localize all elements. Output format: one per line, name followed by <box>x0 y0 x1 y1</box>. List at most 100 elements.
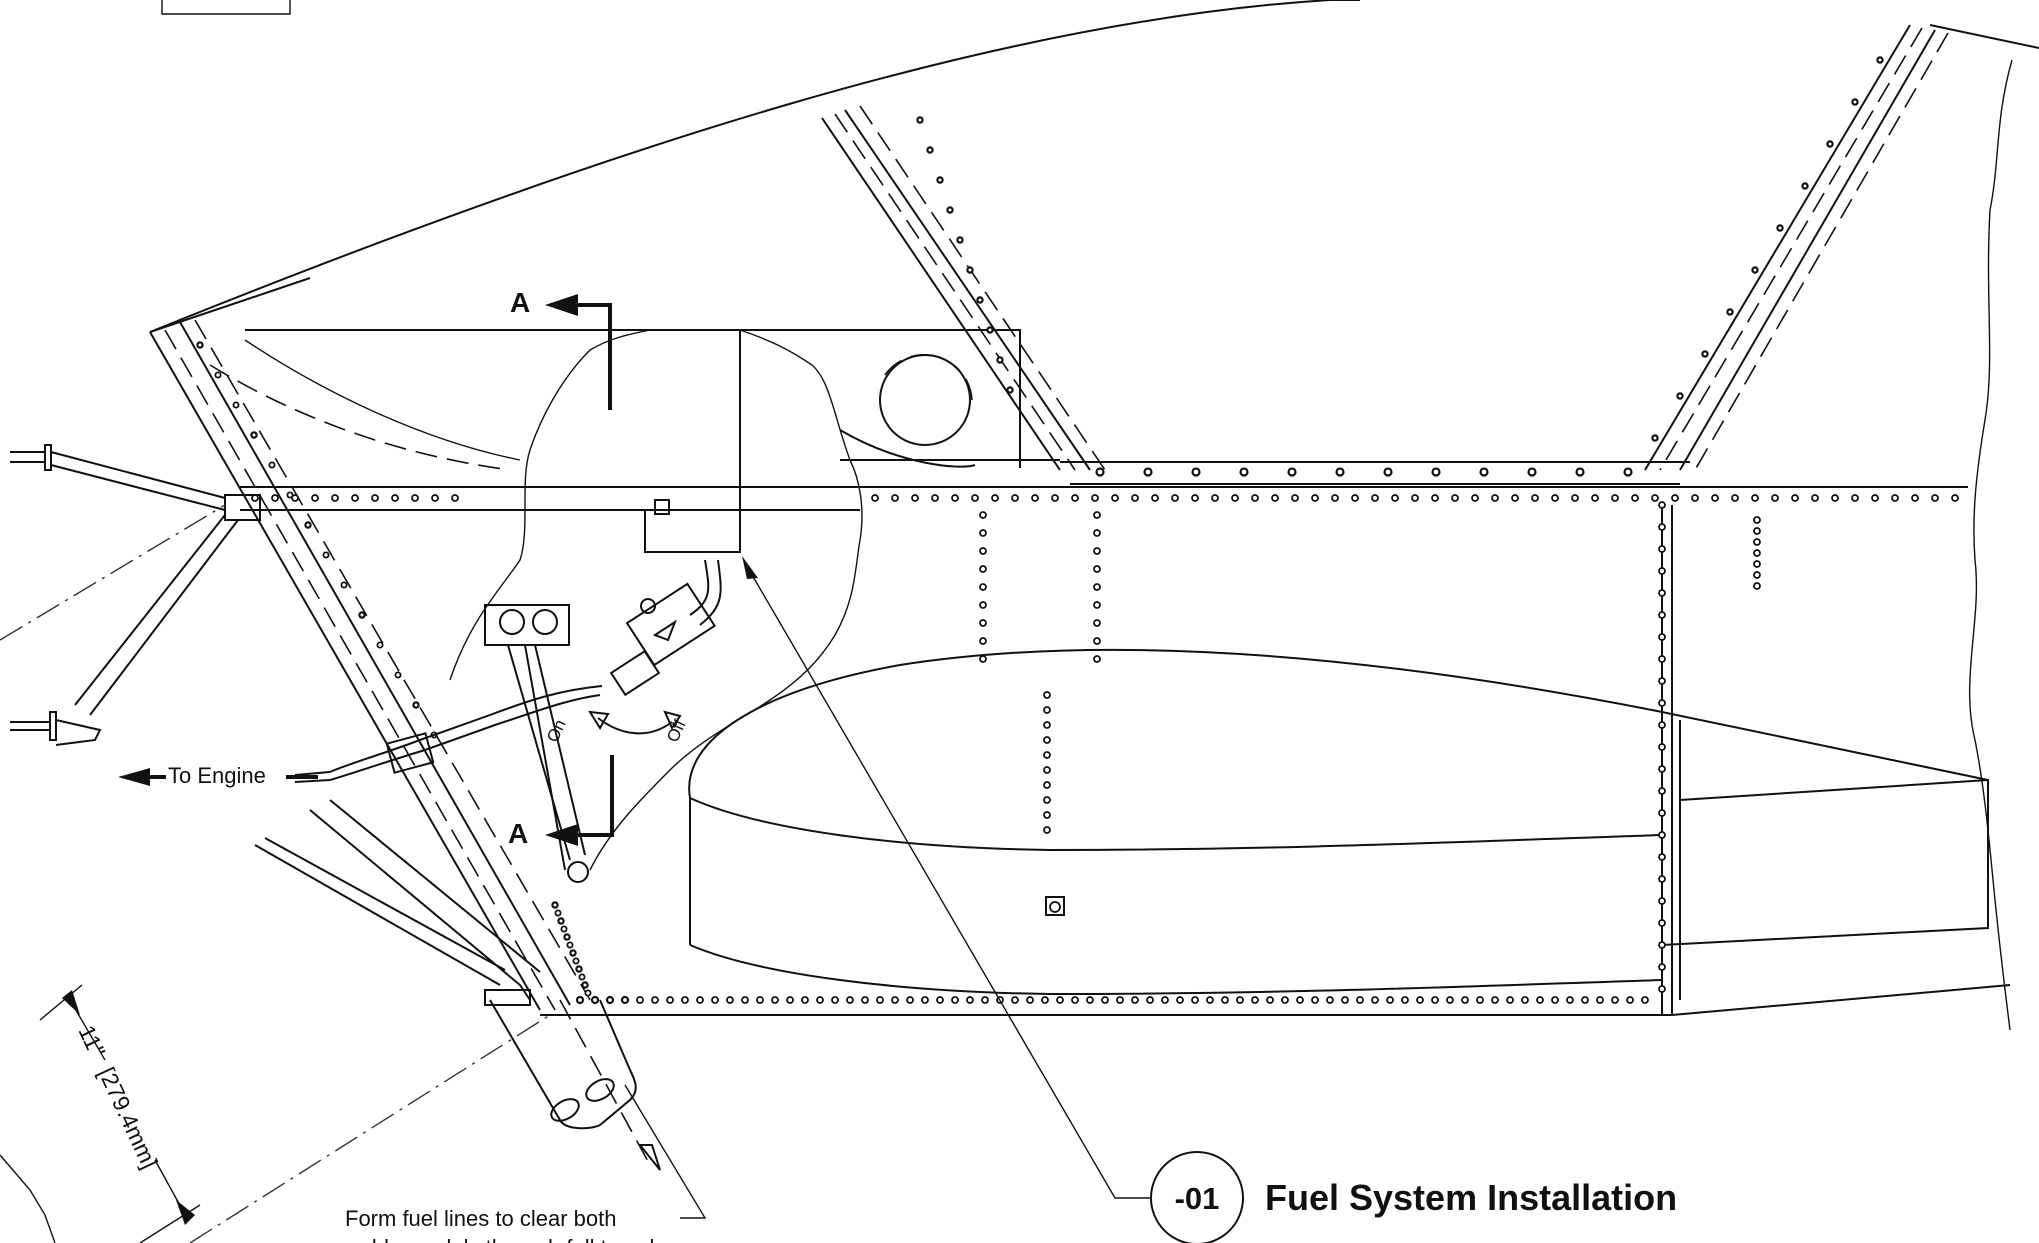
drawing-title: Fuel System Installation <box>1265 1177 1677 1218</box>
rivet <box>1043 796 1051 804</box>
rivet <box>1891 494 1899 502</box>
rivet <box>951 996 959 1004</box>
rivet <box>946 206 954 214</box>
rivet <box>340 581 348 589</box>
wing-root-fairing <box>688 648 1989 1000</box>
rivet <box>926 146 934 154</box>
rivet <box>1658 853 1666 861</box>
rivet <box>1143 467 1153 477</box>
rivet <box>1211 494 1219 502</box>
rivet <box>1311 996 1319 1004</box>
rivet <box>1521 996 1529 1004</box>
rivet <box>271 494 279 502</box>
rivet <box>1111 494 1119 502</box>
section-label-top: A <box>510 287 530 318</box>
rivet <box>1658 545 1666 553</box>
rivet <box>1751 266 1759 274</box>
title-callout: -01 Fuel System Installation <box>742 556 1677 1243</box>
rivet <box>1658 831 1666 839</box>
rivet <box>1658 589 1666 597</box>
rivet <box>1093 565 1101 573</box>
rivet <box>1651 494 1659 502</box>
rivet <box>741 996 749 1004</box>
rivet <box>1093 637 1101 645</box>
canopy-right-edge <box>1929 24 2039 49</box>
rivet <box>1335 467 1345 477</box>
rivet <box>1658 655 1666 663</box>
rivet <box>1431 467 1441 477</box>
rivet <box>1031 494 1039 502</box>
rivet <box>816 996 824 1004</box>
rivet <box>696 996 704 1004</box>
rivet <box>979 619 987 627</box>
top-left-fragment <box>161 0 291 15</box>
rivet <box>1851 98 1859 106</box>
rivet <box>1326 996 1334 1004</box>
rivet <box>1093 583 1101 591</box>
rivet <box>1371 494 1379 502</box>
rivet <box>1826 140 1834 148</box>
rivet <box>1351 494 1359 502</box>
rivet <box>1876 56 1884 64</box>
rivet <box>1416 996 1424 1004</box>
rivet <box>1431 996 1439 1004</box>
valve-off-label: Off <box>663 717 690 746</box>
rivet <box>726 996 734 1004</box>
rivet <box>1506 996 1514 1004</box>
rivet <box>394 671 402 679</box>
rivet <box>232 401 240 409</box>
rivet <box>1658 677 1666 685</box>
rivet <box>1221 996 1229 1004</box>
rivet <box>891 494 899 502</box>
rivet <box>311 494 319 502</box>
rivet <box>1401 996 1409 1004</box>
rivet <box>1753 582 1761 590</box>
rivet <box>1056 996 1064 1004</box>
rivet <box>1043 721 1051 729</box>
rivet <box>351 494 359 502</box>
rivet <box>906 996 914 1004</box>
rivet <box>1566 996 1574 1004</box>
rivet <box>1041 996 1049 1004</box>
rivet <box>268 461 276 469</box>
fuel-lines-callout: Form fuel lines to clear both rudder ped… <box>345 1084 707 1243</box>
rivet <box>1651 434 1659 442</box>
rivet <box>411 494 419 502</box>
rivet <box>916 116 924 124</box>
rivet <box>891 996 899 1004</box>
rivet <box>1511 494 1519 502</box>
rivet <box>1071 494 1079 502</box>
rivet <box>1658 919 1666 927</box>
rivet <box>681 996 689 1004</box>
rivet <box>1093 547 1101 555</box>
break-line-bottom-left <box>0 1154 56 1243</box>
rivet <box>1691 494 1699 502</box>
rivet <box>1071 996 1079 1004</box>
rivet <box>1446 996 1454 1004</box>
rivet <box>1051 494 1059 502</box>
rivet <box>1658 809 1666 817</box>
cutaway-break <box>449 329 863 871</box>
rivet <box>981 996 989 1004</box>
rivet <box>1287 467 1297 477</box>
rivet <box>1623 467 1633 477</box>
rivet <box>1581 996 1589 1004</box>
rivet <box>1236 996 1244 1004</box>
rivet <box>801 996 809 1004</box>
rivet <box>979 637 987 645</box>
rivet <box>1851 494 1859 502</box>
rivet <box>1093 511 1101 519</box>
rivet <box>1611 494 1619 502</box>
rivet <box>1753 516 1761 524</box>
rivet <box>1551 996 1559 1004</box>
fuel-lines-note-line1: Form fuel lines to clear both <box>345 1206 616 1231</box>
rivet <box>1451 494 1459 502</box>
rivet <box>286 491 294 499</box>
rivet <box>1043 811 1051 819</box>
part-number-balloon <box>1150 1151 1244 1243</box>
rivet <box>1575 467 1585 477</box>
rivet <box>979 511 987 519</box>
rivet <box>1476 996 1484 1004</box>
rivet <box>581 981 589 989</box>
rivet <box>1726 308 1734 316</box>
